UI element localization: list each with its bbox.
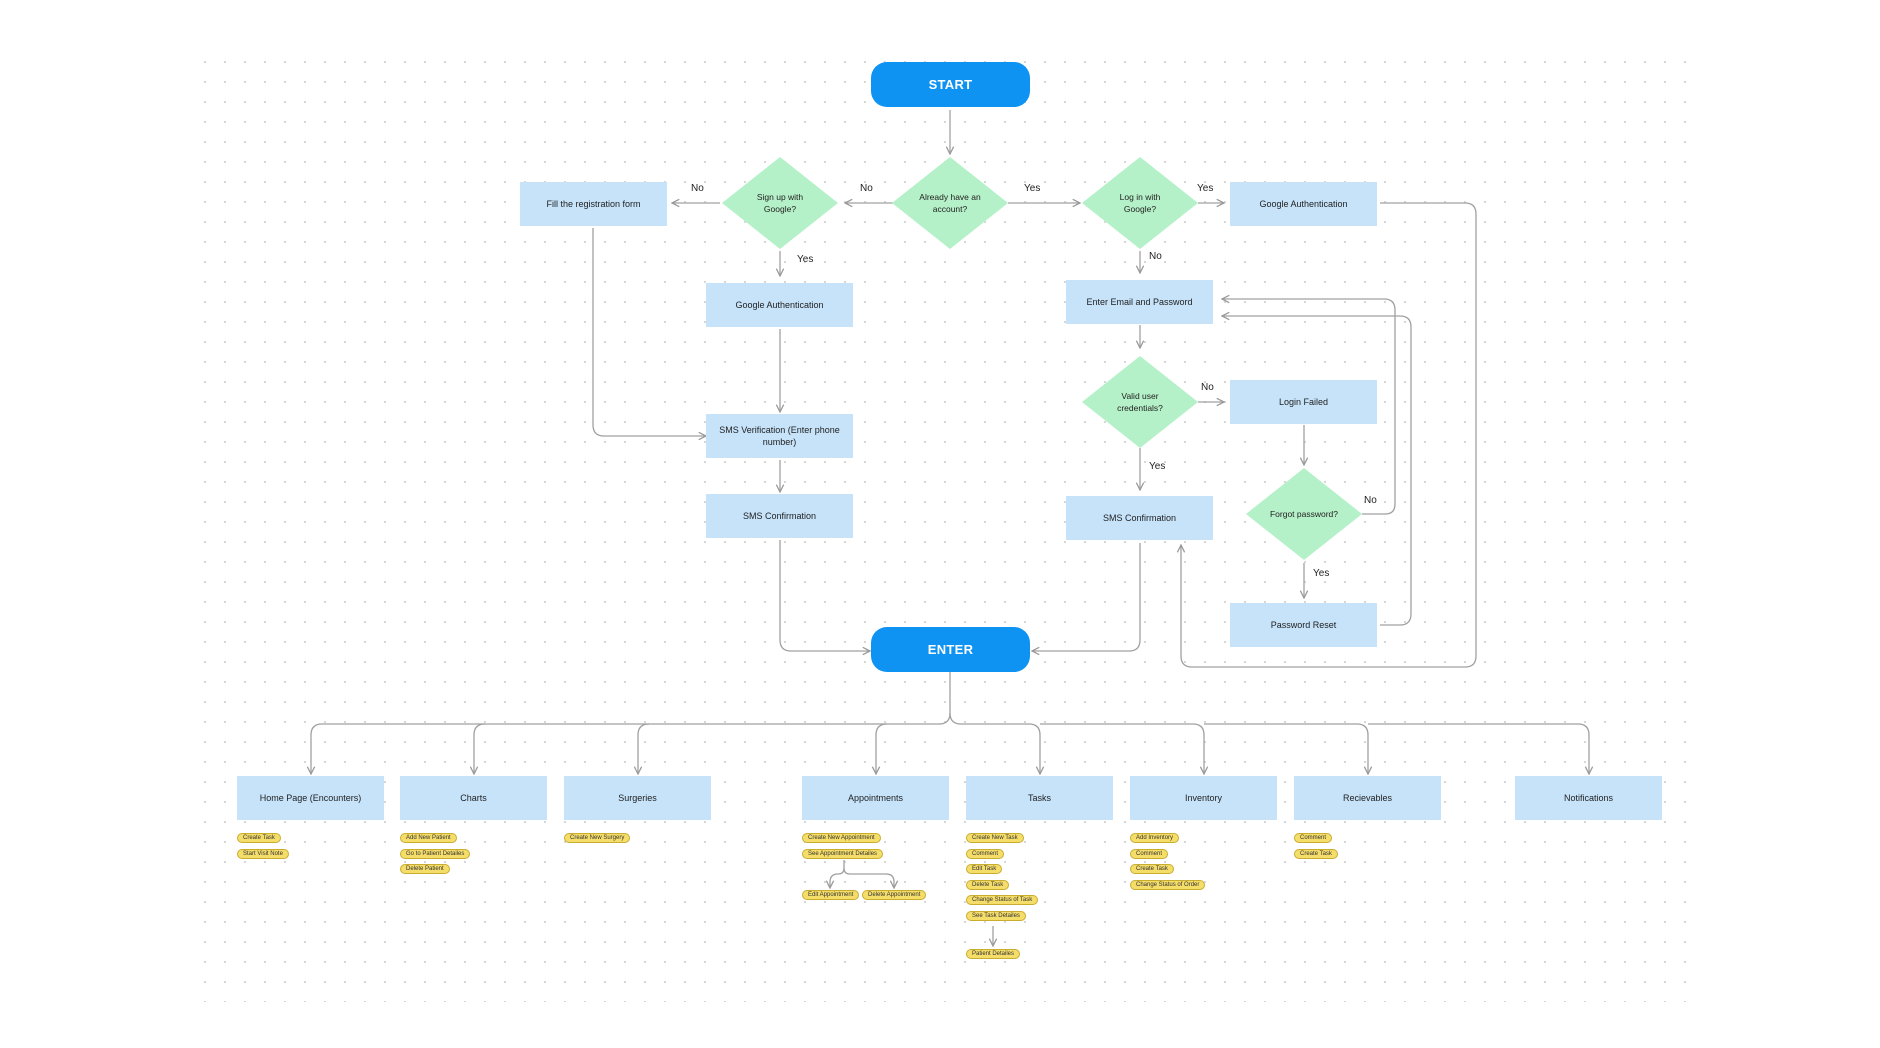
action-tag: Create Task — [1294, 849, 1338, 859]
process-sms-verification: SMS Verification (Enter phone number) — [706, 414, 853, 458]
action-tag: Create Task — [237, 833, 281, 843]
action-tag: Comment — [1294, 833, 1333, 843]
decision-valid-credentials: Valid user credentials? — [1082, 356, 1198, 448]
decision-log-in-google: Log in with Google? — [1082, 157, 1198, 249]
decision-already-have-account: Already have an account? — [892, 157, 1008, 249]
edge-smsconf-to-enter — [779, 540, 870, 651]
edge-label-account-no: No — [860, 183, 873, 194]
action-tag: Go to Patient Detailes — [400, 849, 471, 859]
edge-enter-to-notifications — [1368, 723, 1589, 774]
edge-label-account-yes: Yes — [1024, 183, 1041, 194]
edge-enter-to-surgeries — [638, 723, 650, 774]
edge-label-logingoogle-no: No — [1149, 251, 1162, 262]
process-fill-registration: Fill the registration form — [520, 182, 667, 226]
sub-action-tag: Patient Detailes — [966, 949, 1021, 959]
edge-gauth-login-to-smsconf — [1181, 202, 1477, 668]
edge-label-valid-no: No — [1201, 382, 1214, 393]
section-inventory: Inventory — [1130, 776, 1277, 820]
section-surgeries: Surgeries — [564, 776, 711, 820]
sub-action-tag: Edit Appointment — [802, 890, 860, 900]
edge-enter-to-tasks — [949, 712, 1040, 774]
action-tag: Change Status of Task — [966, 895, 1039, 905]
edge-label-signup-no: No — [691, 183, 704, 194]
action-tag: Create New Surgery — [564, 833, 631, 843]
action-tag: Add Inventory — [1130, 833, 1180, 843]
edge-enter-to-inventory — [1040, 723, 1204, 774]
section-recievables: Recievables — [1294, 776, 1441, 820]
decision-forgot-password: Forgot password? — [1246, 468, 1362, 560]
decision-label: Forgot password? — [1269, 509, 1339, 519]
edge-reset-to-email — [1222, 316, 1412, 626]
action-tag: Create New Appointment — [802, 833, 881, 843]
sub-action-tag: Delete Appointment — [862, 890, 927, 900]
decision-label: Already have an account? — [919, 192, 981, 214]
edge-enter-to-home — [311, 672, 951, 774]
start-terminal: START — [871, 62, 1030, 107]
action-tag: See Appointment Detailes — [802, 849, 884, 859]
section-home-page: Home Page (Encounters) — [237, 776, 384, 820]
edge-enter-to-charts — [474, 723, 486, 774]
action-tag: Add New Patient — [400, 833, 457, 843]
section-tasks: Tasks — [966, 776, 1113, 820]
edge-label-forgot-no: No — [1364, 495, 1377, 506]
action-tag: Delete Patient — [400, 864, 450, 874]
edge-smsconf-login-to-enter — [1032, 543, 1141, 651]
edge-form-to-sms — [592, 228, 706, 436]
edge-enter-to-appointments — [876, 723, 888, 774]
section-notifications: Notifications — [1515, 776, 1662, 820]
edge-label-forgot-yes: Yes — [1313, 568, 1330, 579]
edge-appt-to-delete — [843, 867, 894, 888]
process-google-auth-login: Google Authentication — [1230, 182, 1377, 226]
process-enter-email-password: Enter Email and Password — [1066, 280, 1213, 324]
edge-enter-to-recievables — [1204, 723, 1368, 774]
section-appointments: Appointments — [802, 776, 949, 820]
action-tag: Edit Task — [966, 864, 1003, 874]
action-tag: Comment — [966, 849, 1005, 859]
action-tag: Change Status of Order — [1130, 880, 1206, 890]
action-tag: Comment — [1130, 849, 1169, 859]
decision-label: Valid user credentials? — [1117, 391, 1163, 413]
process-google-auth-signup: Google Authentication — [706, 283, 853, 327]
action-tag: Delete Task — [966, 880, 1010, 890]
decision-label: Log in with Google? — [1119, 192, 1161, 214]
decision-label: Sign up with Google? — [756, 192, 804, 214]
action-tag: Create Task — [1130, 864, 1174, 874]
edge-forgot-no — [1222, 299, 1396, 515]
action-tag: Start Visit Note — [237, 849, 289, 859]
action-tag: Create New Task — [966, 833, 1024, 843]
edge-label-signup-yes: Yes — [797, 254, 814, 265]
enter-terminal: ENTER — [871, 627, 1030, 672]
process-login-failed: Login Failed — [1230, 380, 1377, 424]
decision-sign-up-google: Sign up with Google? — [722, 157, 838, 249]
edge-appt-to-edit — [830, 860, 845, 888]
process-sms-confirmation-login: SMS Confirmation — [1066, 496, 1213, 540]
edge-label-logingoogle-yes: Yes — [1197, 183, 1214, 194]
process-sms-confirmation-signup: SMS Confirmation — [706, 494, 853, 538]
section-charts: Charts — [400, 776, 547, 820]
action-tag: See Task Detailes — [966, 911, 1026, 921]
edge-label-valid-yes: Yes — [1149, 461, 1166, 472]
process-password-reset: Password Reset — [1230, 603, 1377, 647]
